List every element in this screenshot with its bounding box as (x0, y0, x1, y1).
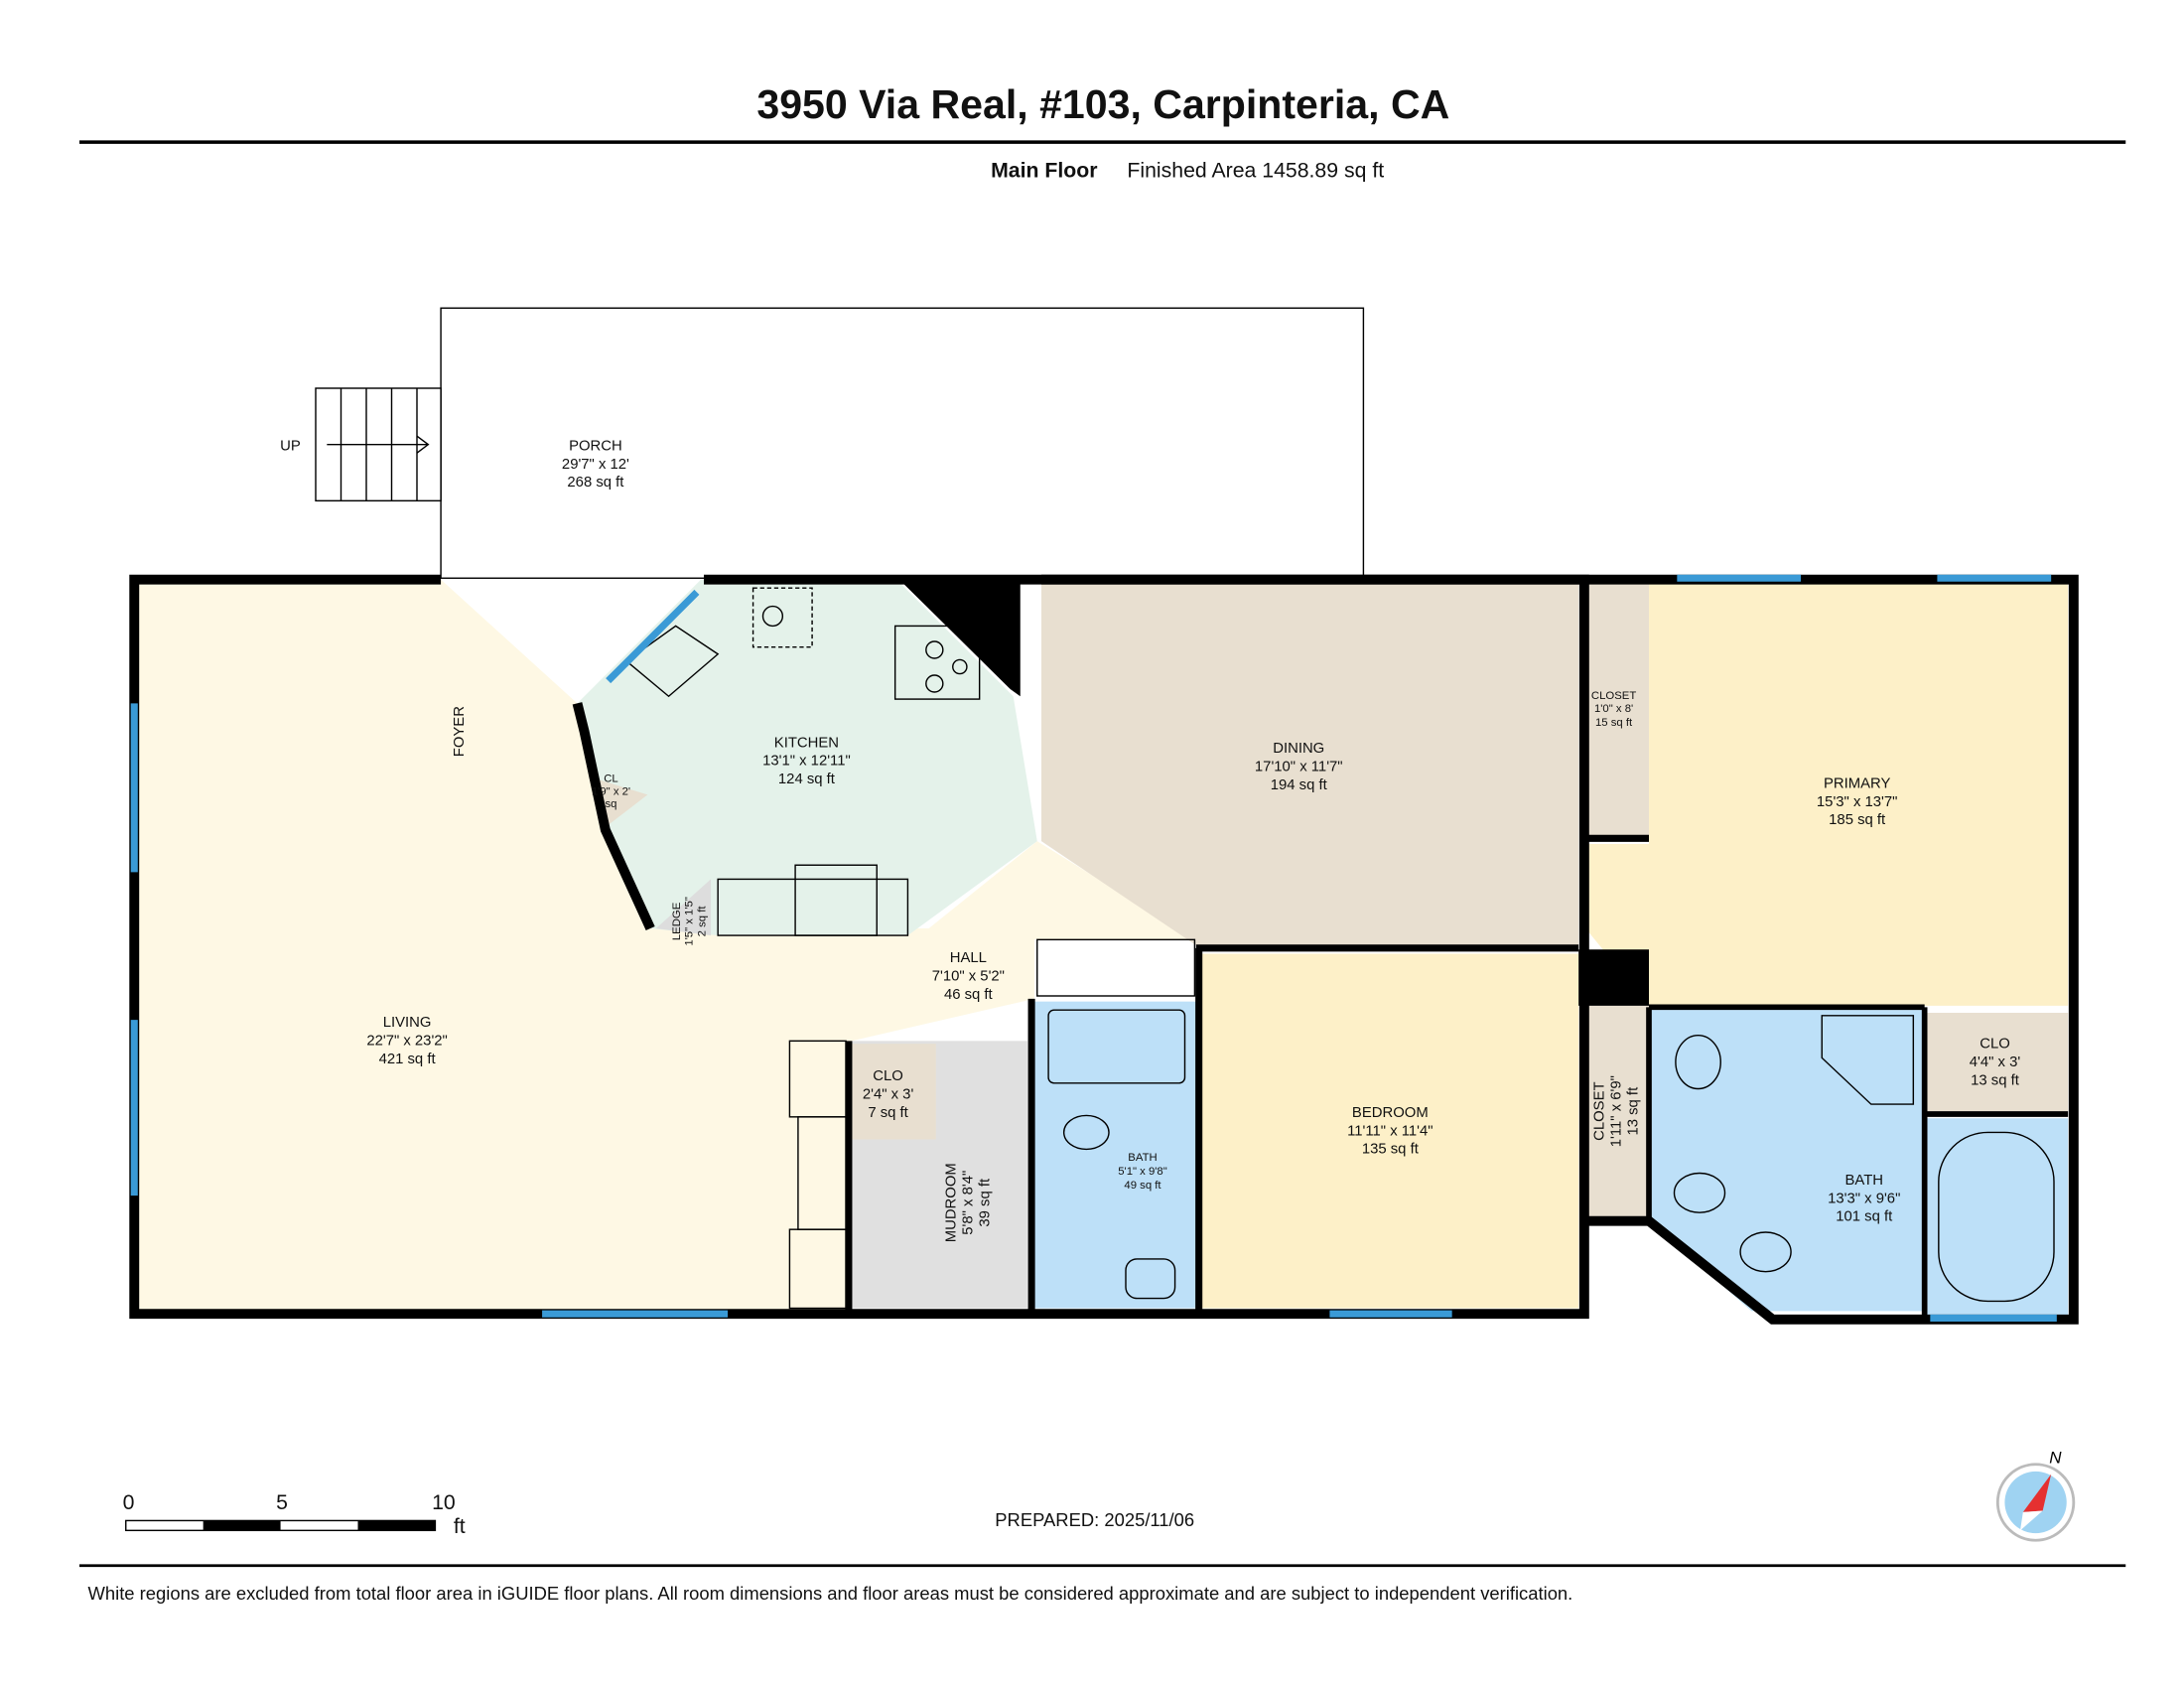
stairs (315, 387, 442, 502)
svg-text:13 sq ft: 13 sq ft (1971, 1072, 2020, 1088)
windows (130, 574, 2057, 1322)
svg-text:135 sq ft: 135 sq ft (1362, 1142, 1420, 1158)
svg-text:2'4" x 3': 2'4" x 3' (863, 1086, 914, 1102)
svg-text:1'5" x 1'5": 1'5" x 1'5" (684, 897, 696, 946)
svg-text:17'10" x 11'7": 17'10" x 11'7" (1255, 759, 1343, 774)
svg-text:DINING: DINING (1273, 741, 1324, 757)
floor-name: Main Floor (991, 159, 1097, 183)
svg-text:MUDROOM: MUDROOM (944, 1163, 960, 1242)
svg-text:194 sq ft: 194 sq ft (1271, 777, 1328, 793)
svg-text:KITCHEN: KITCHEN (774, 735, 839, 751)
room-labels: PORCH 29'7" x 12' 268 sq ft FOYER KITCHEN 1… (366, 438, 2020, 1242)
svg-text:39 sq ft: 39 sq ft (978, 1178, 994, 1227)
svg-text:PORCH: PORCH (569, 438, 622, 454)
dining-room (1041, 579, 1579, 945)
svg-text:5'8" x 8'4": 5'8" x 8'4" (961, 1171, 977, 1235)
svg-text:49 sq ft: 49 sq ft (1124, 1180, 1161, 1192)
svg-text:4'4" x 3': 4'4" x 3' (1970, 1055, 2021, 1070)
svg-text:268 sq ft: 268 sq ft (567, 475, 624, 491)
svg-text:5'1" x 9'8": 5'1" x 9'8" (1118, 1166, 1167, 1178)
svg-text:CLOSET: CLOSET (1591, 690, 1636, 702)
svg-text:101 sq ft: 101 sq ft (1836, 1209, 1893, 1225)
kitchen-fixtures (624, 587, 1196, 1310)
svg-text:LEDGE: LEDGE (671, 902, 683, 940)
closet-mudroom (851, 1044, 936, 1140)
svg-text:7'10" x 5'2": 7'10" x 5'2" (932, 968, 1005, 984)
prepared-date: PREPARED: 2025/11/06 (995, 1509, 1194, 1530)
bath-fixtures (1047, 1009, 2055, 1303)
compass-icon: N (1995, 1448, 2076, 1542)
svg-text:13'3" x 9'6": 13'3" x 9'6" (1828, 1191, 1900, 1206)
walls (129, 574, 2079, 1325)
svg-text:ft: ft (454, 1514, 466, 1538)
svg-text:46 sq ft: 46 sq ft (944, 987, 994, 1003)
page-title: 3950 Via Real, #103, Carpinteria, CA (756, 81, 1449, 127)
svg-text:sq: sq (606, 798, 617, 810)
ledge (655, 879, 712, 936)
primary-bath (1649, 1010, 1925, 1312)
svg-text:13'1" x 12'11": 13'1" x 12'11" (762, 754, 851, 770)
svg-text:BEDROOM: BEDROOM (1352, 1105, 1429, 1121)
closet-dining (1585, 579, 1649, 837)
closet-primary (1927, 1013, 2069, 1112)
small-bath (1033, 1001, 1196, 1309)
svg-text:BATH: BATH (1128, 1152, 1157, 1164)
svg-text:22'7" x 23'2": 22'7" x 23'2" (366, 1034, 448, 1050)
svg-text:CLO: CLO (1979, 1036, 2010, 1052)
svg-text:FOYER: FOYER (452, 706, 468, 757)
svg-text:29'7" x 12': 29'7" x 12' (562, 457, 629, 473)
svg-text:421 sq ft: 421 sq ft (379, 1052, 437, 1067)
svg-text:0: 0 (123, 1490, 135, 1514)
svg-text:CL: CL (604, 774, 617, 785)
svg-text:10: 10 (432, 1490, 456, 1514)
svg-text:HALL: HALL (950, 950, 987, 966)
svg-text:5: 5 (276, 1490, 288, 1514)
svg-text:124 sq ft: 124 sq ft (778, 772, 836, 787)
svg-text:N: N (2049, 1448, 2062, 1467)
svg-text:185 sq ft: 185 sq ft (1829, 812, 1886, 828)
svg-text:CLOSET: CLOSET (1592, 1081, 1608, 1140)
svg-text:BATH: BATH (1844, 1173, 1883, 1189)
closet-bedroom (1585, 1005, 1649, 1221)
svg-text:11'11" x 11'4": 11'11" x 11'4" (1347, 1123, 1433, 1139)
svg-text:15'3" x 13'7": 15'3" x 13'7" (1817, 794, 1898, 810)
stairs-up-label: UP (280, 438, 301, 454)
tub-area (1927, 1118, 2069, 1316)
finished-area: Finished Area 1458.89 sq ft (1127, 159, 1384, 183)
svg-text:CLO: CLO (873, 1068, 903, 1084)
svg-text:1'9" x 2': 1'9" x 2' (592, 785, 630, 797)
living-room (134, 579, 1196, 1312)
kitchen (577, 579, 1037, 936)
svg-text:1'0" x 8': 1'0" x 8' (1594, 703, 1633, 715)
svg-text:PRIMARY: PRIMARY (1824, 775, 1891, 791)
svg-text:1'11" x 6'9": 1'11" x 6'9" (1609, 1075, 1625, 1147)
svg-text:LIVING: LIVING (383, 1015, 432, 1031)
scale-bar: 0 5 10 ft (123, 1490, 466, 1538)
disclaimer: White regions are excluded from total fl… (87, 1583, 1572, 1604)
svg-text:13 sq ft: 13 sq ft (1626, 1086, 1642, 1136)
bedroom (1200, 953, 1579, 1309)
primary-bedroom (1585, 579, 2069, 1006)
svg-text:15 sq ft: 15 sq ft (1595, 717, 1633, 729)
svg-text:7 sq ft: 7 sq ft (868, 1105, 908, 1121)
svg-text:2 sq ft: 2 sq ft (696, 906, 708, 937)
